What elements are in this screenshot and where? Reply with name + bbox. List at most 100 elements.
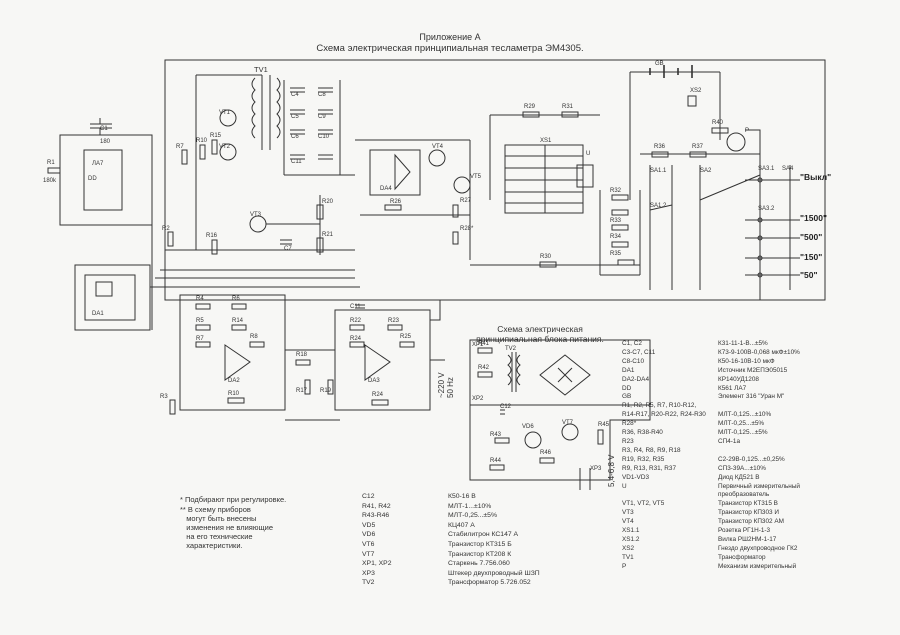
svg-text:R37: R37 — [692, 144, 704, 150]
part-ref: VT7 — [362, 550, 375, 558]
part-desc: СП4-1а — [718, 437, 740, 445]
part-desc: КЦ407 А — [448, 521, 475, 529]
svg-text:R7: R7 — [176, 144, 184, 150]
part-desc: МЛТ-1...±10% — [448, 502, 492, 510]
part-desc: Транзистор КТ315 Б — [448, 540, 512, 548]
svg-text:VT7: VT7 — [562, 420, 574, 426]
part-desc: Элемент 316 "Уран М" — [718, 393, 785, 401]
part-ref: U — [622, 482, 627, 490]
part-desc: СП3-39А...±10% — [718, 464, 766, 472]
svg-text:R30: R30 — [540, 254, 552, 260]
svg-text:R36: R36 — [654, 144, 666, 150]
part-ref: XS2 — [622, 544, 635, 552]
svg-text:SA1.1: SA1.1 — [650, 168, 667, 174]
part-ref: R3, R4, R8, R9, R18 — [622, 446, 681, 454]
part-ref: XP3 — [362, 569, 375, 577]
dd-frame — [59, 134, 153, 226]
svg-text:R15: R15 — [210, 133, 222, 139]
label-u: U — [586, 151, 590, 157]
parts-row: R43-R46 МЛТ-0,25...±5% — [362, 511, 598, 521]
label-gb: GB — [655, 61, 664, 67]
svg-text:R5: R5 — [196, 318, 204, 324]
svg-text:R34: R34 — [610, 234, 622, 240]
part-ref: R36, R38-R40 — [622, 429, 663, 437]
part-ref: R41, R42 — [362, 502, 391, 510]
switch-500-label: "500" — [800, 232, 823, 242]
parts-row: VT1, VT2, VT5 Транзистор КТ315 В — [622, 500, 800, 509]
svg-text:C9: C9 — [318, 114, 326, 120]
part-ref: VT3 — [622, 509, 634, 517]
switch-off-label: "Выкл" — [800, 172, 832, 182]
part-ref: R23 — [622, 437, 634, 445]
svg-text:R21: R21 — [322, 232, 334, 238]
svg-text:R24: R24 — [350, 336, 362, 342]
part-desc: МЛТ-0,25...±5% — [448, 512, 497, 520]
part-desc: Трансформатор 5.726.052 — [448, 579, 531, 587]
part-desc: Механизм измерительный — [718, 562, 797, 570]
part-desc: МЛТ-0,125...±10% — [718, 411, 772, 419]
svg-text:R18: R18 — [296, 352, 308, 358]
svg-text:C7: C7 — [284, 246, 292, 252]
part-ref: VT1, VT2, VT5 — [622, 500, 665, 508]
svg-text:VT5: VT5 — [470, 174, 482, 180]
svg-text:180: 180 — [100, 139, 111, 145]
svg-text:C4: C4 — [291, 92, 299, 98]
part-desc: КР140УД1208 — [718, 375, 759, 383]
svg-text:VT3: VT3 — [250, 212, 262, 218]
svg-text:SA2: SA2 — [700, 168, 712, 174]
da1-block — [84, 274, 136, 321]
label-p: P — [745, 128, 749, 134]
svg-text:ЛА7: ЛА7 — [92, 161, 104, 167]
svg-text:R20: R20 — [322, 199, 334, 205]
svg-text:R26: R26 — [390, 199, 402, 205]
part-ref: TV2 — [362, 579, 375, 587]
parts-row: TV2 Трансформатор 5.726.052 — [362, 578, 598, 588]
power-block-title: Схема электрическая принципиальная блока… — [476, 324, 604, 344]
part-ref: R9, R13, R31, R37 — [622, 464, 676, 472]
svg-text:R24: R24 — [372, 392, 384, 398]
part-desc: Транзистор КТ315 В — [718, 500, 778, 508]
part-desc: Трансформатор — [718, 553, 766, 561]
part-ref: R43-R46 — [362, 512, 390, 520]
part-ref: R28* — [622, 420, 637, 428]
part-desc: К561 ЛА7 — [718, 384, 747, 392]
svg-text:R8: R8 — [250, 334, 258, 340]
part-ref: C8-C10 — [622, 357, 645, 365]
svg-text:R2: R2 — [162, 226, 170, 232]
svg-text:R32: R32 — [610, 188, 622, 194]
label-xp3: XP3 — [590, 466, 602, 472]
part-ref: XP1, XP2 — [362, 560, 392, 568]
label-da3: DA3 — [368, 378, 380, 384]
part-ref: GB — [622, 393, 632, 401]
parts-row: R28* МЛТ-0,25...±5% — [622, 420, 800, 429]
part-ref: C3-C7, C11 — [622, 348, 656, 356]
svg-text:C10: C10 — [318, 134, 330, 140]
part-desc: МЛТ-0,25...±5% — [718, 420, 765, 428]
part-desc: Вилка РШ2НМ-1-17 — [718, 535, 777, 543]
dd-block — [83, 149, 123, 211]
input-voltage-label: ~220 V 50 Hz — [437, 372, 455, 398]
svg-text:R19: R19 — [320, 388, 332, 394]
svg-text:SA4: SA4 — [782, 166, 794, 172]
svg-text:VT4: VT4 — [432, 144, 444, 150]
part-desc: С2-29В-0,125...±0,25% — [718, 455, 785, 463]
svg-text:R27: R27 — [460, 198, 472, 204]
part-ref: C12 — [362, 493, 375, 500]
label-tv1: TV1 — [254, 65, 268, 74]
da2-block — [179, 294, 286, 411]
svg-text:SA3.1: SA3.1 — [758, 166, 775, 172]
parts-row: R41, R42 МЛТ-1...±10% — [362, 502, 598, 512]
svg-text:R33: R33 — [610, 218, 622, 224]
part-ref: VT4 — [622, 518, 634, 526]
svg-text:R46: R46 — [540, 450, 552, 456]
svg-text:R22: R22 — [350, 318, 362, 324]
